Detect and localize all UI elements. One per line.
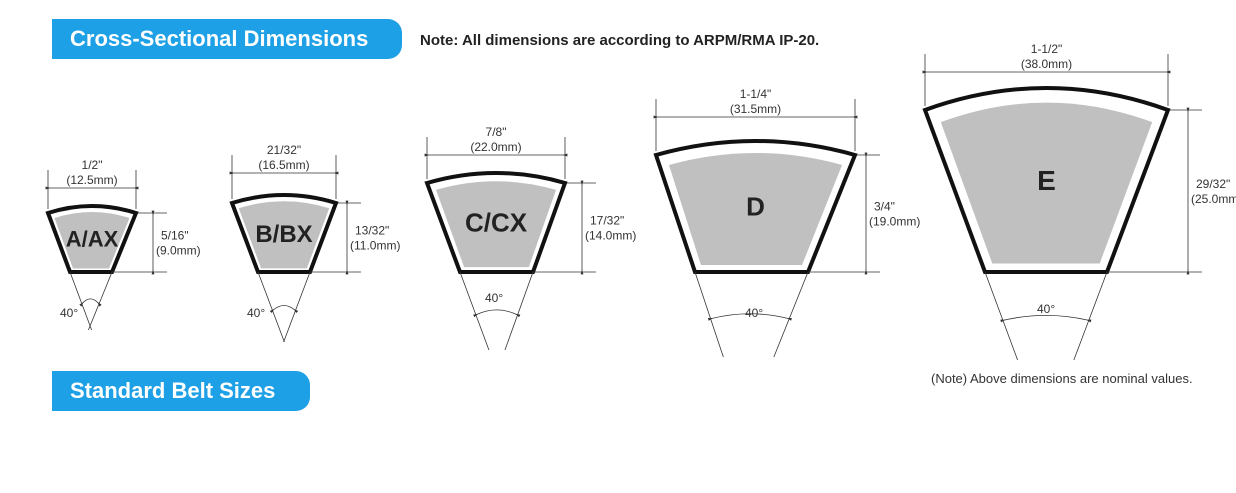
width-inches: 21/32" <box>267 143 301 157</box>
standard-note: Note: All dimensions are according to AR… <box>420 32 820 49</box>
height-mm: (9.0mm) <box>156 244 201 258</box>
cross-sectional-dimensions-header: Cross-Sectional Dimensions <box>52 19 402 59</box>
belt-e <box>922 54 1202 361</box>
height-inches: 17/32" <box>590 214 624 228</box>
angle-arc <box>1000 315 1092 323</box>
angle-label: 40° <box>247 306 265 320</box>
height-mm: (25.0mm) <box>1191 192 1236 206</box>
width-mm: (16.5mm) <box>258 158 309 172</box>
belt-type-label: E <box>1037 165 1056 196</box>
angle-label: 40° <box>60 306 78 320</box>
belt-core <box>238 201 330 269</box>
height-mm: (11.0mm) <box>350 239 400 253</box>
belt-type-label: D <box>746 192 765 222</box>
angle-line <box>257 271 285 343</box>
nominal-values-note: (Note) Above dimensions are nominal valu… <box>931 371 1193 386</box>
belt-type-label: B/BX <box>255 221 312 248</box>
angle-line <box>1073 271 1108 361</box>
belt-a-ax <box>45 170 167 331</box>
belt-core <box>668 152 843 266</box>
height-inches: 29/32" <box>1196 177 1230 191</box>
height-inches: 3/4" <box>874 200 895 214</box>
angle-arc <box>79 298 102 307</box>
angle-line <box>694 271 724 358</box>
height-inches: 5/16" <box>161 229 189 243</box>
angle-label: 40° <box>1037 302 1055 316</box>
belt-b-bx <box>229 155 361 343</box>
belt-core <box>940 102 1153 264</box>
width-inches: 7/8" <box>486 125 507 139</box>
height-inches: 13/32" <box>355 224 389 238</box>
angle-arc <box>269 305 299 314</box>
width-mm: (38.0mm) <box>1021 57 1072 71</box>
belt-c-cx <box>424 137 596 351</box>
angle-line <box>88 271 113 331</box>
angle-label: 40° <box>745 306 763 320</box>
belt-type-label: A/AX <box>66 227 119 252</box>
height-mm: (14.0mm) <box>585 229 636 243</box>
belt-d <box>653 99 880 358</box>
angle-line <box>283 271 311 343</box>
belt-type-label: C/CX <box>465 208 528 238</box>
angle-line <box>773 271 809 358</box>
height-mm: (19.0mm) <box>869 215 920 229</box>
angle-label: 40° <box>485 291 503 305</box>
width-mm: (31.5mm) <box>730 102 781 116</box>
width-inches: 1/2" <box>82 158 103 172</box>
belt-core <box>435 181 557 268</box>
standard-belt-sizes-header: Standard Belt Sizes <box>52 371 310 411</box>
angle-line <box>459 271 490 351</box>
width-inches: 1-1/4" <box>740 87 772 101</box>
width-mm: (12.5mm) <box>66 173 117 187</box>
angle-line <box>984 271 1018 361</box>
angle-arc <box>473 309 521 318</box>
angle-line <box>504 271 534 351</box>
width-inches: 1-1/2" <box>1031 42 1063 56</box>
width-mm: (22.0mm) <box>470 140 521 154</box>
angle-arc <box>707 313 792 321</box>
angle-line <box>69 271 93 331</box>
belt-core <box>54 212 130 269</box>
